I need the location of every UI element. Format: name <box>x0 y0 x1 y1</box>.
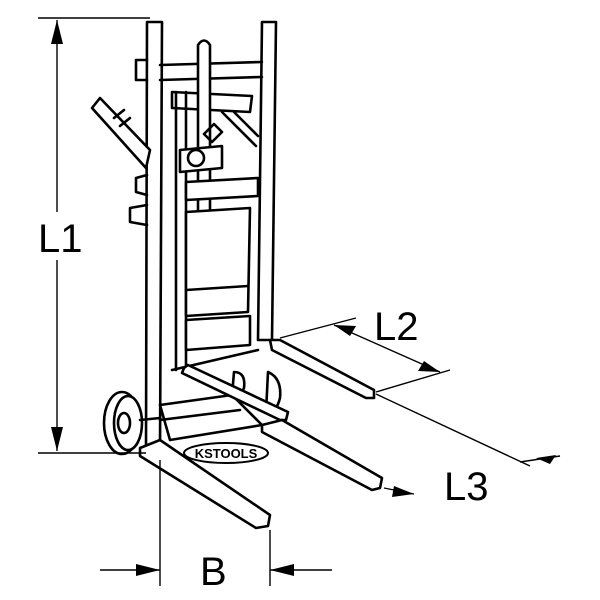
dimension-l2: L2 <box>279 305 451 393</box>
dimension-label-l1: L1 <box>38 217 83 261</box>
dimension-l3: L3 <box>375 393 561 509</box>
dimension-b: B <box>100 460 332 594</box>
lift-carriage <box>170 39 260 374</box>
lower-forks <box>138 418 384 530</box>
dimension-l1: L1 <box>34 17 150 454</box>
logo-text: KSTOOLS <box>195 446 258 461</box>
upper-forks <box>180 338 376 422</box>
lever-handle <box>90 96 152 170</box>
dimension-label-l2: L2 <box>374 305 419 349</box>
ks-tools-logo: KSTOOLS <box>183 442 269 464</box>
dimension-label-b: B <box>200 550 227 594</box>
front-wheel <box>102 390 162 456</box>
dimension-label-l3: L3 <box>444 465 489 509</box>
